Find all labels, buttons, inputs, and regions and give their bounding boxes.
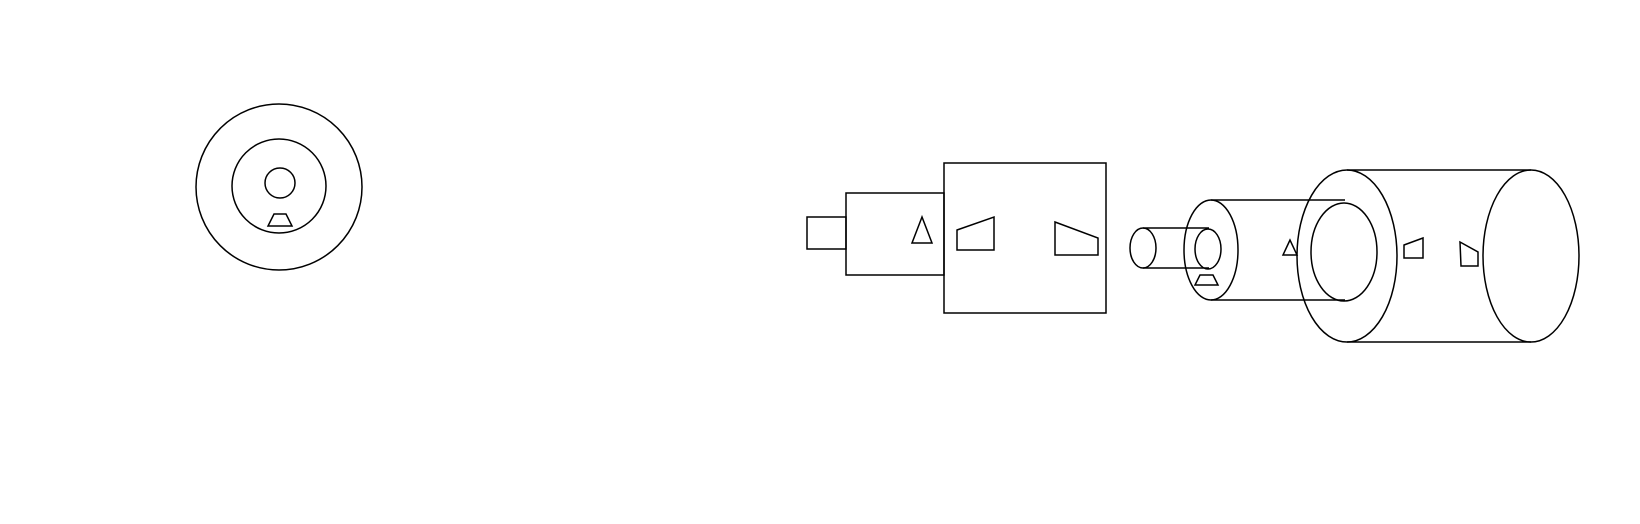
end-view-center-hole	[264, 167, 296, 199]
side-view-blocks	[806, 162, 1107, 314]
large-cylinder-bore	[1310, 202, 1378, 302]
right-wedge-marker	[1054, 220, 1099, 256]
end-view-middle-ring	[231, 138, 327, 234]
medium-cylinder	[1183, 199, 1345, 301]
small-cylinder	[1129, 227, 1209, 269]
large-rect	[943, 162, 1107, 314]
medium-cylinder-triangle-marker	[1281, 238, 1299, 256]
large-cylinder-wedge-marker-2	[1459, 240, 1479, 267]
exploded-cylinders	[1129, 169, 1580, 343]
medium-cylinder-bore	[1194, 228, 1222, 270]
triangle-marker	[910, 214, 934, 244]
end-view	[195, 103, 363, 271]
left-wedge-marker	[956, 215, 995, 251]
large-cylinder-wedge-marker-1	[1403, 236, 1424, 259]
end-view-outer-ring	[195, 103, 363, 271]
end-view-trapezoid-marker	[266, 213, 294, 227]
medium-cylinder-trapezoid-marker	[1193, 274, 1220, 286]
large-cylinder-back-face	[1482, 169, 1580, 343]
large-cylinder-front-face	[1296, 169, 1398, 343]
large-cylinder	[1296, 169, 1580, 343]
small-cylinder-front-face	[1129, 227, 1157, 269]
small-rect	[806, 216, 847, 250]
